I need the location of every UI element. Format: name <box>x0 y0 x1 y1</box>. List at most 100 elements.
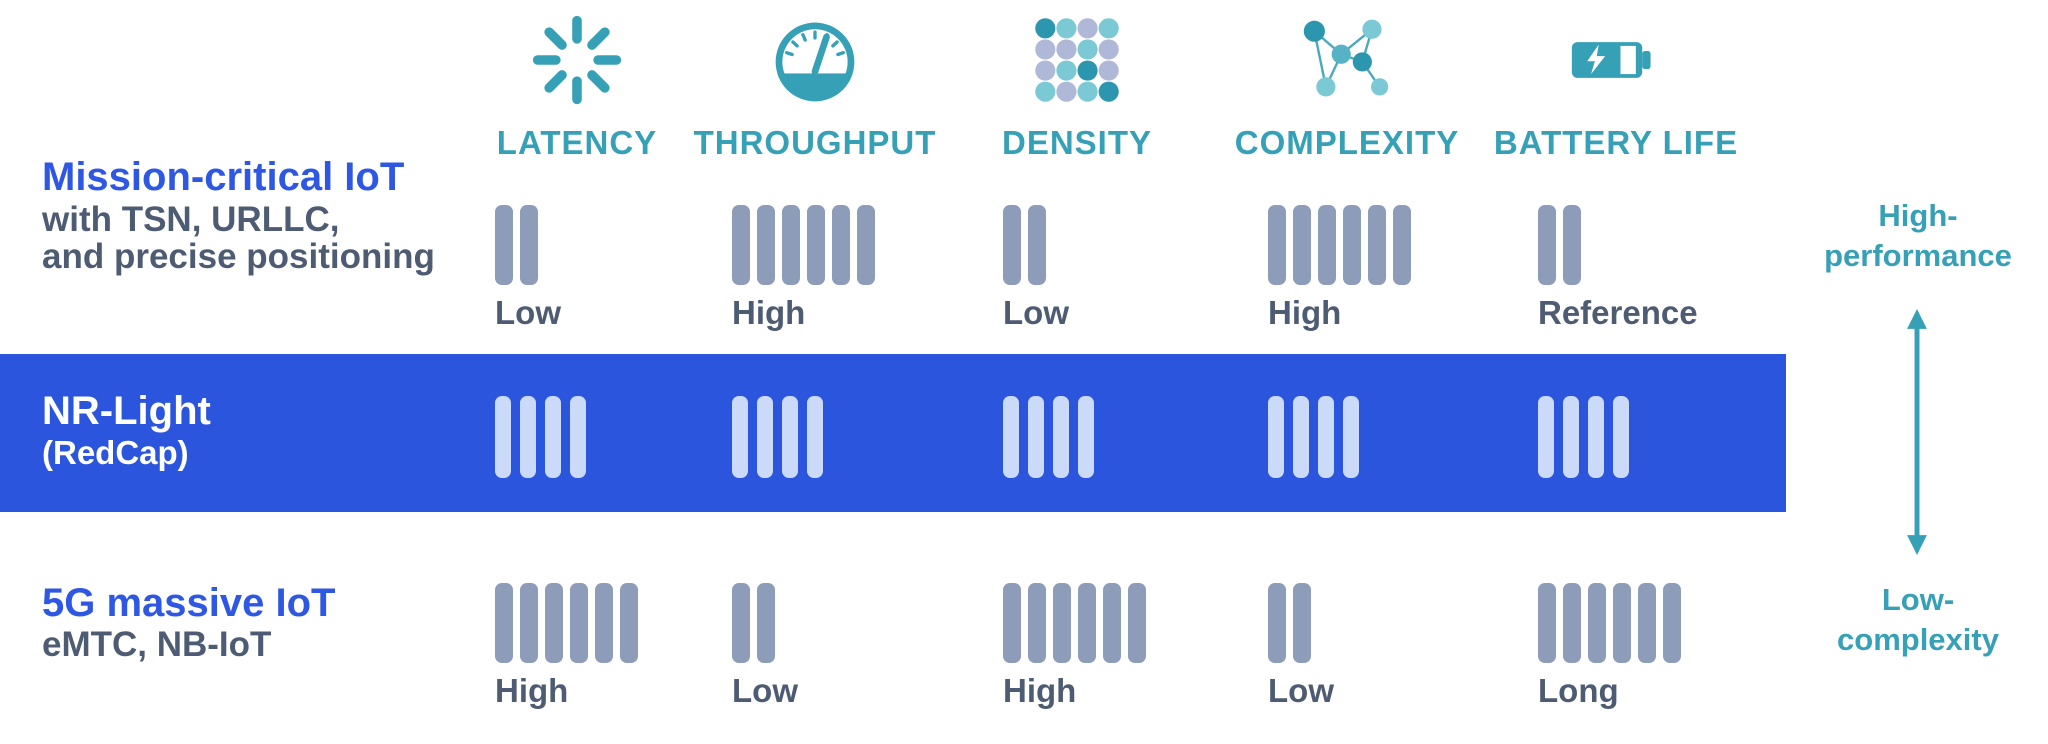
bar-group-5g-massive-iot-complexity <box>1268 583 1311 663</box>
axis-low-complexity-label: Low- complexity <box>1790 580 2046 660</box>
level-bar <box>1538 205 1556 285</box>
row-subtitle-mission-critical-iot-line1: with TSN, URLLC, <box>42 200 340 239</box>
bar-group-5g-massive-iot-battery-life <box>1538 583 1681 663</box>
level-label-5g-massive-iot-latency: High <box>495 672 569 709</box>
level-label-mission-critical-iot-density: Low <box>1003 294 1069 331</box>
level-bar <box>495 205 513 285</box>
nr-light-highlight-band <box>0 354 1786 512</box>
level-bar <box>757 583 775 663</box>
level-bar <box>1563 205 1581 285</box>
level-bar <box>1613 583 1631 663</box>
level-bar <box>1613 396 1629 478</box>
level-bar <box>1343 396 1359 478</box>
bar-group-mission-critical-iot-complexity <box>1268 205 1411 285</box>
level-bar <box>832 205 850 285</box>
level-label-mission-critical-iot-battery-life: Reference <box>1538 294 1698 331</box>
level-bar <box>1053 396 1069 478</box>
level-label-5g-massive-iot-battery-life: Long <box>1538 672 1619 709</box>
axis-high-line1: High- <box>1878 198 1958 233</box>
level-bar <box>1538 396 1554 478</box>
network-nodes-icon <box>1299 12 1395 108</box>
level-bar <box>570 396 586 478</box>
level-bar <box>1663 583 1681 663</box>
bar-group-5g-massive-iot-latency <box>495 583 638 663</box>
level-bar <box>1588 583 1606 663</box>
column-header-complexity: COMPLEXITY <box>1234 124 1460 161</box>
row-title-nr-light-redcap: NR-Light <box>42 389 211 433</box>
level-bar <box>1078 583 1096 663</box>
bar-group-mission-critical-iot-throughput <box>732 205 875 285</box>
level-bar <box>520 583 538 663</box>
level-bar <box>1053 583 1071 663</box>
density-dots-icon <box>1029 12 1125 108</box>
bar-group-nr-light-redcap-latency <box>495 396 586 478</box>
bar-group-nr-light-redcap-battery-life <box>1538 396 1629 478</box>
level-bar <box>757 396 773 478</box>
level-bar <box>1028 205 1046 285</box>
row-subtitle-mission-critical-iot-line2: and precise positioning <box>42 237 435 276</box>
level-bar <box>1103 583 1121 663</box>
bar-group-mission-critical-iot-density <box>1003 205 1046 285</box>
bar-group-mission-critical-iot-latency <box>495 205 538 285</box>
level-bar <box>1318 396 1334 478</box>
latency-spinner-icon <box>529 12 625 108</box>
level-bar <box>1588 396 1604 478</box>
level-bar <box>1078 396 1094 478</box>
bar-group-5g-massive-iot-throughput <box>732 583 775 663</box>
level-bar <box>1393 205 1411 285</box>
level-label-5g-massive-iot-throughput: Low <box>732 672 798 709</box>
level-bar <box>1563 396 1579 478</box>
axis-low-line1: Low- <box>1881 582 1955 617</box>
level-bar <box>1293 205 1311 285</box>
level-label-5g-massive-iot-complexity: Low <box>1268 672 1334 709</box>
level-bar <box>1128 583 1146 663</box>
axis-low-line2: complexity <box>1837 622 1999 657</box>
level-bar <box>520 396 536 478</box>
axis-high-line2: performance <box>1824 238 2012 273</box>
level-bar <box>782 205 800 285</box>
bar-group-5g-massive-iot-density <box>1003 583 1146 663</box>
performance-complexity-arrow-icon <box>1904 308 1930 556</box>
row-subtitle-5g-massive-iot-line1: eMTC, NB-IoT <box>42 625 272 664</box>
level-bar <box>570 583 588 663</box>
battery-icon <box>1568 12 1664 108</box>
level-bar <box>1268 583 1286 663</box>
column-header-latency: LATENCY <box>496 124 658 161</box>
level-bar <box>807 205 825 285</box>
level-bar <box>545 583 563 663</box>
level-bar <box>1293 396 1309 478</box>
level-bar <box>545 396 561 478</box>
level-bar <box>1028 583 1046 663</box>
column-header-throughput: THROUGHPUT <box>693 124 937 161</box>
level-bar <box>520 205 538 285</box>
level-bar <box>1003 205 1021 285</box>
bar-group-nr-light-redcap-throughput <box>732 396 823 478</box>
level-bar <box>1028 396 1044 478</box>
bar-group-nr-light-redcap-complexity <box>1268 396 1359 478</box>
column-header-density: DENSITY <box>1001 124 1153 161</box>
level-bar <box>782 396 798 478</box>
axis-high-performance-label: High- performance <box>1790 196 2046 276</box>
row-title-5g-massive-iot: 5G massive IoT <box>42 581 336 625</box>
speedometer-icon <box>767 12 863 108</box>
level-bar <box>857 205 875 285</box>
level-bar <box>807 396 823 478</box>
level-label-mission-critical-iot-latency: Low <box>495 294 561 331</box>
level-bar <box>620 583 638 663</box>
level-bar <box>732 396 748 478</box>
level-bar <box>1293 583 1311 663</box>
row-title-mission-critical-iot: Mission-critical IoT <box>42 155 405 199</box>
level-bar <box>1368 205 1386 285</box>
bar-group-nr-light-redcap-density <box>1003 396 1094 478</box>
level-bar <box>495 583 513 663</box>
row-subtitle-nr-light-redcap-line1: (RedCap) <box>42 434 189 471</box>
level-bar <box>757 205 775 285</box>
level-bar <box>1563 583 1581 663</box>
level-bar <box>732 583 750 663</box>
level-bar <box>1343 205 1361 285</box>
level-bar <box>1638 583 1656 663</box>
level-bar <box>732 205 750 285</box>
level-bar <box>495 396 511 478</box>
level-bar <box>1003 583 1021 663</box>
